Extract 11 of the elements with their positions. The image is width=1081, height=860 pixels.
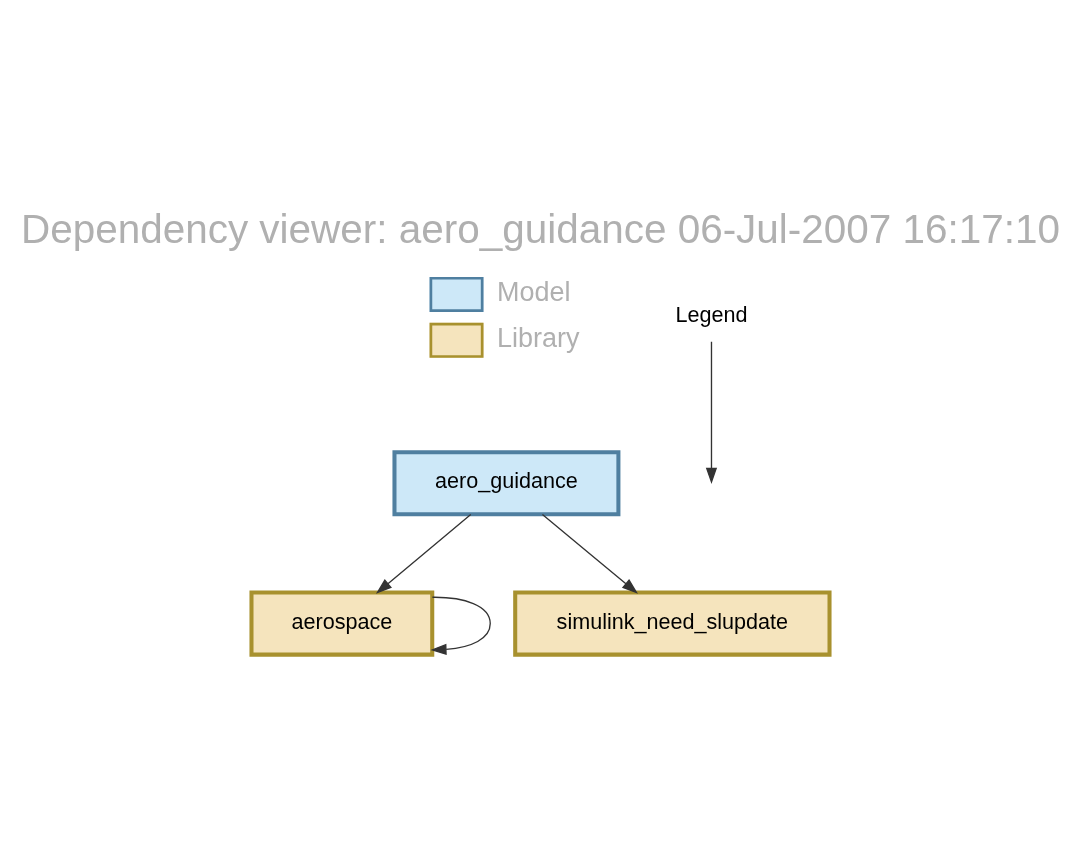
arrow	[541, 513, 638, 594]
diagram-title: Dependency viewer: aero_guidance 06-Jul-2007 16:17:10	[20, 206, 1061, 253]
node-box: aero_guidance	[392, 450, 621, 517]
node-box: aerospace	[249, 590, 435, 657]
node-box: simulink_need_slupdate	[513, 590, 832, 657]
arrow	[430, 596, 491, 656]
node-text: Legend	[675, 302, 748, 328]
legend-label: Library	[497, 323, 580, 354]
legend-label: Model	[497, 277, 571, 308]
arrow	[375, 513, 472, 594]
arrow	[705, 341, 718, 484]
